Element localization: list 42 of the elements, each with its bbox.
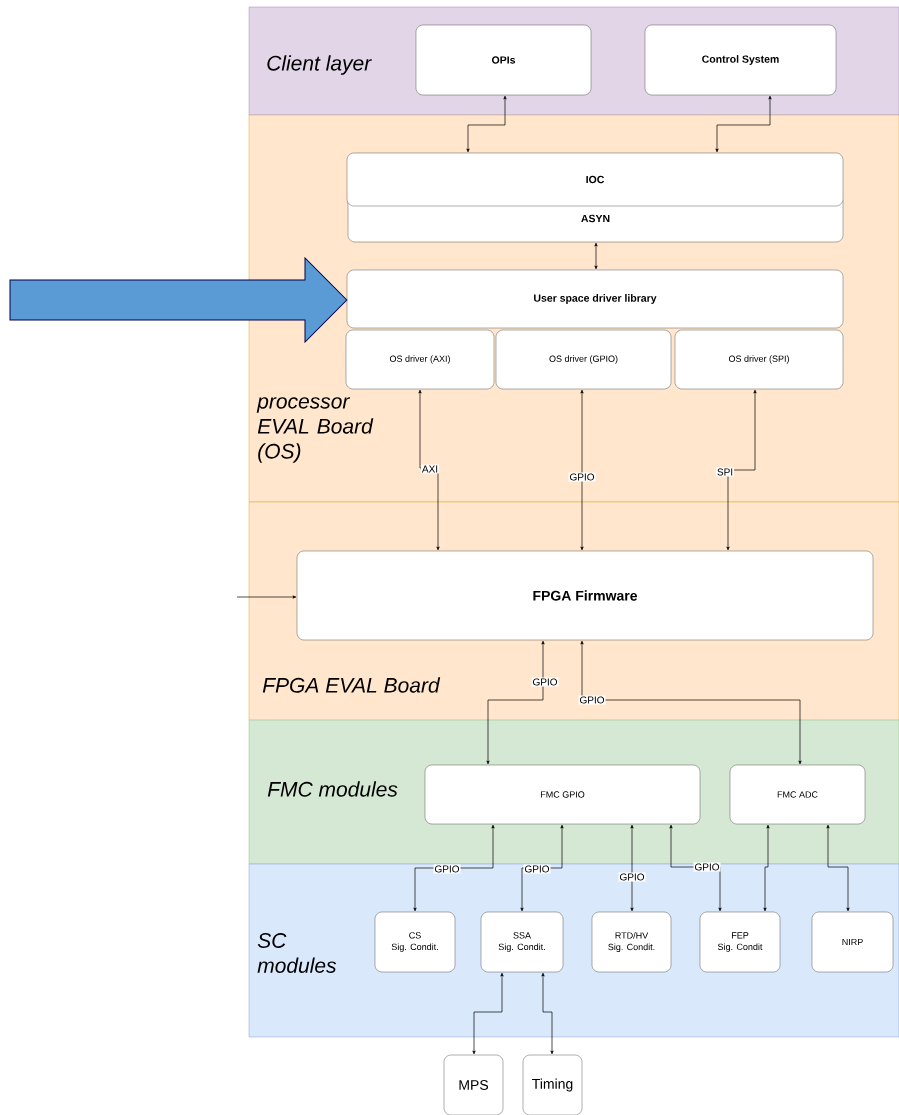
arrow [466,95,507,153]
module-box: NIRP [811,911,894,973]
arrow [541,972,554,1055]
arrow [486,640,545,765]
module-box: FPGA Firmware [296,550,874,641]
module-box: FMC ADC [729,764,866,825]
edge-label: AXI [420,464,440,474]
arrow [580,640,802,765]
module-box: OPIs [415,24,592,96]
arrow [580,389,584,551]
arrow [763,824,770,912]
module-box: OS driver (AXI) [345,329,495,390]
module-box: IOC [346,152,844,207]
arrow [715,95,772,153]
module-box: RTD/HV Sig. Condit. [591,911,672,973]
arrow [236,595,297,599]
edge-label: GPIO [531,677,559,687]
arrow [594,242,598,270]
module-box: OS driver (SPI) [674,329,844,390]
module-box: CS Sig. Condit. [374,911,456,973]
edge-label: GPIO [433,864,461,874]
module-box: FMC GPIO [424,764,701,825]
arrow [826,824,850,912]
module-box: FEP Sig. Condit [699,911,781,973]
edge-label: SPI [715,467,735,477]
module-box: SSA Sig. Condit. [480,911,564,973]
arrow [726,389,757,551]
module-box: OS driver (GPIO) [495,329,672,390]
edge-label: GPIO [523,864,551,874]
arrow [418,389,440,551]
node-label: processor EVAL Board (OS) [256,397,374,463]
edge-label: GPIO [618,872,646,882]
arrow [472,972,504,1055]
block-arrow [9,257,348,343]
edge-label: GPIO [568,472,596,482]
edge-label: GPIO [693,862,721,872]
module-box: MPS [443,1054,504,1115]
arrow [630,824,634,912]
module-box: Control System [644,24,837,96]
module-box: Timing [522,1054,583,1115]
module-box: User space driver library [346,269,844,329]
edge-label: GPIO [578,695,606,705]
